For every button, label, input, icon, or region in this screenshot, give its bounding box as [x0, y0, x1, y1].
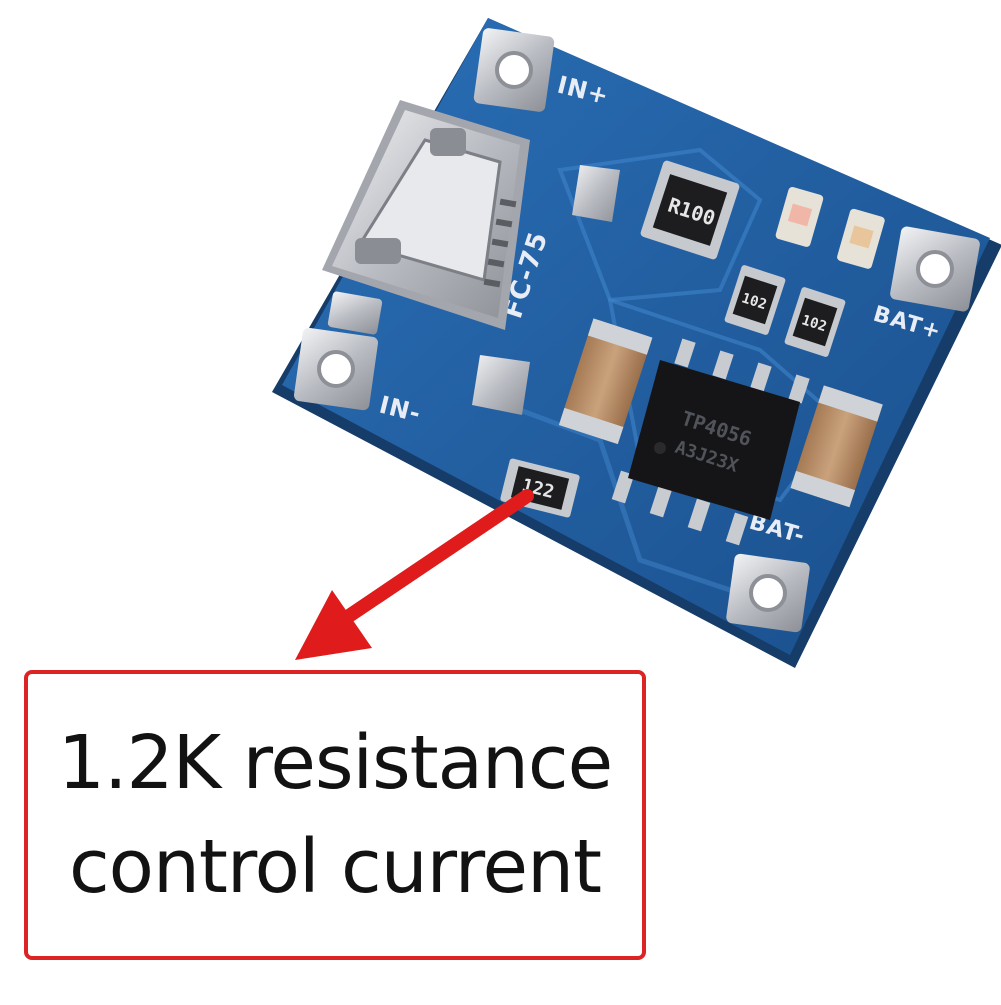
capacitor-input [558, 318, 653, 445]
pointer-arrow [295, 489, 534, 660]
resistor-led-1: 102 [724, 265, 786, 335]
resistor-led-2: 102 [784, 287, 846, 357]
pad-bat-plus [890, 226, 980, 312]
led-blue [837, 208, 885, 269]
solder-pad-lower [472, 355, 530, 415]
micro-usb-connector [322, 100, 530, 335]
pad-in-minus [293, 327, 379, 411]
pad-in-plus [473, 28, 555, 112]
resistor-led-2-marking: 102 [800, 312, 829, 335]
solder-pad-upper [572, 165, 620, 222]
resistor-sense: R100 [640, 160, 740, 260]
capacitor-output [790, 385, 883, 508]
resistor-led-1-marking: 102 [740, 290, 769, 313]
charger-ic: TP4056 A3J23X [611, 338, 810, 546]
callout-line-2: control current [69, 824, 602, 910]
callout-box: 1.2K resistance control current [24, 670, 646, 960]
pad-bat-minus [726, 553, 810, 633]
callout-line-1: 1.2K resistance [57, 720, 613, 806]
led-red [775, 186, 824, 247]
